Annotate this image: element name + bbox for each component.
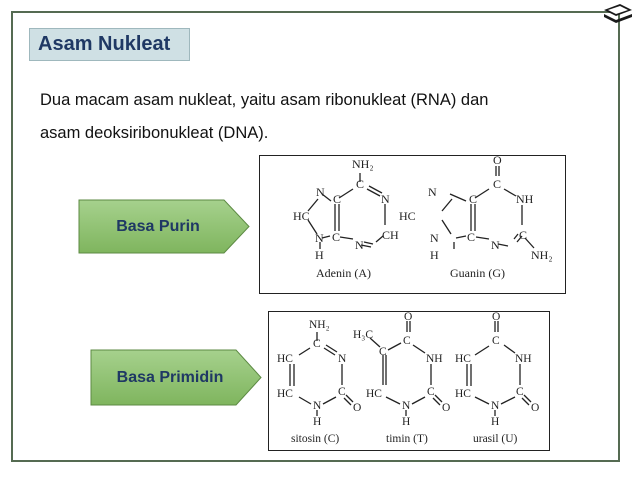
sitosin-c-right-label: C bbox=[338, 386, 346, 398]
basa-primidin-arrow: Basa Primidin bbox=[90, 349, 262, 406]
guanin-c-left-label: C bbox=[469, 192, 477, 206]
guanin-o-label: O bbox=[493, 156, 502, 167]
guanin-c-top-label: C bbox=[493, 177, 501, 191]
sitosin-h-label: H bbox=[313, 416, 321, 428]
adenin-n-low-label: N bbox=[355, 238, 364, 252]
adenin-nh2-label: NH₂ bbox=[352, 157, 374, 171]
guanin-c-mid-label: C bbox=[467, 230, 475, 244]
pyrimidine-structures-panel: NH₂ C HC N HC C O N H sitosin (C) H₃C O … bbox=[268, 311, 550, 451]
adenin-ch-label: CH bbox=[382, 228, 399, 242]
basa-purin-label: Basa Purin bbox=[116, 217, 200, 235]
basa-primidin-label: Basa Primidin bbox=[116, 368, 224, 386]
timin-ch3-label: H₃C bbox=[353, 329, 373, 341]
adenin-h-label: H bbox=[315, 248, 324, 262]
urasil-c-top-label: C bbox=[492, 335, 500, 347]
timin-o-top-label: O bbox=[404, 312, 412, 323]
guanin-hc-label: HC bbox=[399, 209, 416, 223]
timin-caption: timin (T) bbox=[386, 433, 428, 445]
urasil-c-right-label: C bbox=[516, 386, 524, 398]
intro-line-2: asam deoksiribonukleat (DNA). bbox=[40, 124, 269, 142]
guanin-h-label: H bbox=[430, 248, 439, 262]
guanin-nh2-label: NH₂ bbox=[531, 248, 553, 262]
slideshare-logo-icon bbox=[604, 4, 632, 23]
adenin-c-left-label: C bbox=[333, 192, 341, 206]
urasil-o-label: O bbox=[531, 402, 539, 414]
sitosin-c-top-label: C bbox=[313, 338, 321, 350]
timin-o-label: O bbox=[442, 402, 450, 414]
sitosin-n-bot-label: N bbox=[313, 400, 322, 412]
guanin-n1-label: N bbox=[428, 185, 437, 199]
basa-purin-arrow: Basa Purin bbox=[78, 199, 250, 254]
adenin-c-top-label: C bbox=[356, 177, 364, 191]
slide-title: Asam Nukleat bbox=[29, 28, 190, 61]
intro-text: Dua macam asam nukleat, yaitu asam ribon… bbox=[40, 84, 600, 150]
intro-line-1: Dua macam asam nukleat, yaitu asam ribon… bbox=[40, 91, 489, 109]
urasil-caption: urasil (U) bbox=[473, 433, 518, 445]
adenin-caption: Adenin (A) bbox=[316, 266, 371, 280]
timin-c-left-label: C bbox=[379, 346, 387, 358]
adenin-n-right-label: N bbox=[381, 192, 390, 206]
purine-structures-panel: NH₂ C N C N HC N H C N CH Adenin (A) O C… bbox=[259, 155, 566, 294]
guanin-c-right-label: C bbox=[519, 228, 527, 242]
adenin-c-mid-label: C bbox=[332, 230, 340, 244]
timin-nh-label: NH bbox=[426, 353, 443, 365]
timin-hc-label: HC bbox=[366, 388, 382, 400]
timin-c-top-label: C bbox=[403, 335, 411, 347]
timin-h-label: H bbox=[402, 416, 410, 428]
urasil-h-label: H bbox=[491, 416, 499, 428]
timin-n-bot-label: N bbox=[402, 400, 411, 412]
urasil-nh-label: NH bbox=[515, 353, 532, 365]
guanin-n-bot-label: N bbox=[430, 231, 439, 245]
timin-c-right-label: C bbox=[427, 386, 435, 398]
adenin-n-bot-label: N bbox=[315, 231, 324, 245]
urasil-hc2-label: HC bbox=[455, 388, 471, 400]
guanin-nh-label: NH bbox=[516, 192, 534, 206]
urasil-n-bot-label: N bbox=[491, 400, 500, 412]
urasil-o-top-label: O bbox=[492, 312, 500, 323]
sitosin-hc2-label: HC bbox=[277, 388, 293, 400]
urasil-hc1-label: HC bbox=[455, 353, 471, 365]
adenin-n1-label: N bbox=[316, 185, 325, 199]
sitosin-hc1-label: HC bbox=[277, 353, 293, 365]
sitosin-n-right-label: N bbox=[338, 353, 347, 365]
guanin-n-low-label: N bbox=[491, 238, 500, 252]
adenin-hc-label: HC bbox=[293, 209, 310, 223]
sitosin-caption: sitosin (C) bbox=[291, 433, 339, 445]
guanin-caption: Guanin (G) bbox=[450, 266, 505, 280]
sitosin-nh2-label: NH₂ bbox=[309, 319, 330, 331]
sitosin-o-label: O bbox=[353, 402, 361, 414]
